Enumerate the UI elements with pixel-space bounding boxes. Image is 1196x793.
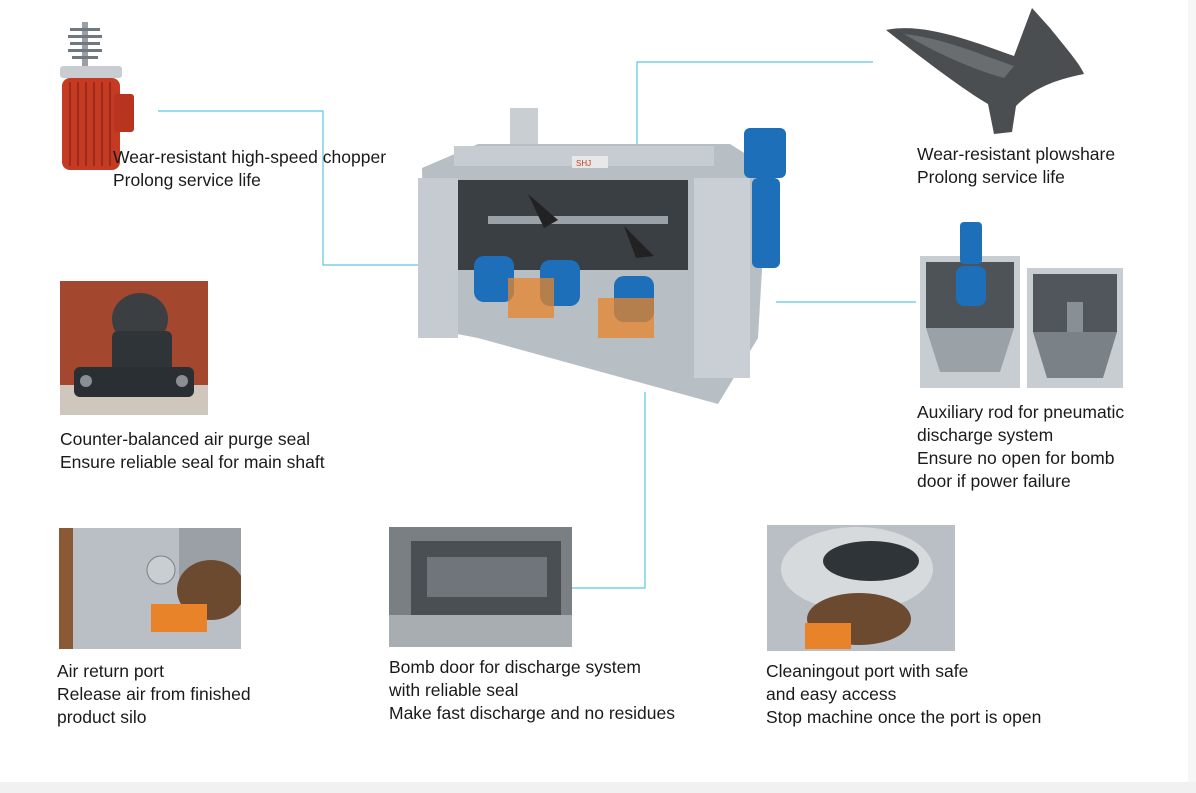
caption-plowshare-line2: Prolong service life — [917, 167, 1065, 187]
caption-chopper: Wear-resistant high-speed chopper Prolon… — [113, 146, 386, 192]
bottom-band — [0, 782, 1196, 793]
caption-cleaning-port-line2: and easy access — [766, 684, 897, 704]
caption-auxiliary-rod-line1: Auxiliary rod for pneumatic — [917, 402, 1125, 422]
caption-auxiliary-rod: Auxiliary rod for pneumatic discharge sy… — [917, 401, 1124, 493]
caption-plowshare-line1: Wear-resistant plowshare — [917, 144, 1116, 164]
bomb-door-image — [389, 527, 572, 647]
auxiliary-rod-image-left — [920, 222, 1020, 388]
caption-air-return-port-line1: Air return port — [57, 661, 164, 681]
caption-air-return-port-line3: product silo — [57, 707, 147, 727]
caption-chopper-line2: Prolong service life — [113, 170, 261, 190]
caption-bomb-door: Bomb door for discharge system with reli… — [389, 656, 675, 725]
caption-plowshare: Wear-resistant plowshare Prolong service… — [917, 143, 1115, 189]
chopper-motor-image — [52, 20, 138, 172]
connector-chopper — [158, 110, 488, 266]
caption-air-purge-seal-line2: Ensure reliable seal for main shaft — [60, 452, 325, 472]
caption-auxiliary-rod-line3: Ensure no open for bomb — [917, 448, 1115, 468]
air-purge-seal-image — [60, 281, 208, 415]
connector-bomb-door — [572, 392, 646, 589]
caption-bomb-door-line2: with reliable seal — [389, 680, 519, 700]
brand-plate: SHJ — [576, 159, 591, 168]
caption-cleaning-port-line1: Cleaningout port with safe — [766, 661, 969, 681]
caption-air-return-port-line2: Release air from finished — [57, 684, 251, 704]
right-edge-strip — [1188, 0, 1196, 793]
caption-cleaning-port: Cleaningout port with safe and easy acce… — [766, 660, 1041, 729]
caption-bomb-door-line3: Make fast discharge and no residues — [389, 703, 675, 723]
cleaning-port-image — [767, 525, 955, 651]
caption-auxiliary-rod-line2: discharge system — [917, 425, 1054, 445]
caption-air-purge-seal-line1: Counter-balanced air purge seal — [60, 429, 311, 449]
air-return-port-image — [59, 528, 241, 649]
caption-chopper-line1: Wear-resistant high-speed chopper — [113, 147, 387, 167]
caption-auxiliary-rod-line4: door if power failure — [917, 471, 1071, 491]
auxiliary-rod-image-right — [1027, 268, 1123, 388]
caption-bomb-door-line1: Bomb door for discharge system — [389, 657, 641, 677]
main-mixer-machine-image: SHJ — [418, 108, 790, 408]
caption-air-purge-seal: Counter-balanced air purge seal Ensure r… — [60, 428, 325, 474]
caption-cleaning-port-line3: Stop machine once the port is open — [766, 707, 1042, 727]
caption-air-return-port: Air return port Release air from finishe… — [57, 660, 251, 729]
plowshare-image — [884, 8, 1088, 136]
